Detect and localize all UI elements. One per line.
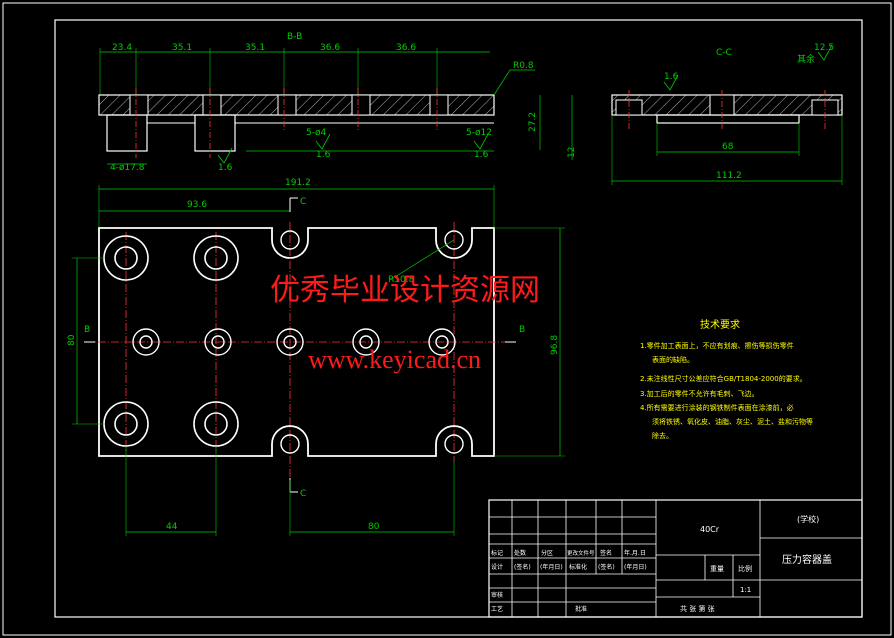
note-line-3: 2.未注线性尺寸公差应符合GB/T1804-2000的要求。 (640, 374, 807, 383)
tb-std: 标准化 (569, 563, 587, 571)
section-marker-c-top: C (300, 197, 306, 207)
dim-44: 44 (166, 522, 178, 532)
section-marker-b-right: B (519, 325, 525, 335)
note-5-holes-12: 5-ø12 (466, 128, 492, 138)
corner-rough-12-5: 12.5 (814, 43, 834, 53)
dim-36-6-b: 36.6 (396, 43, 416, 53)
rough-1-6-c: 1.6 (474, 150, 489, 160)
dim-35-1-a: 35.1 (172, 43, 192, 53)
section-cc: C-C 1.6 68 111.2 12.5 其余 (611, 43, 843, 185)
tb-row-count: 处数 (514, 549, 526, 557)
watermark-chinese: 优秀毕业设计资源网 (270, 273, 540, 308)
tb-part-name: 压力容器盖 (782, 553, 832, 566)
dim-80-left: 80 (67, 334, 77, 346)
note-line-6: 须将铁锈、氧化皮、油脂、灰尘、泥土、盐和污物等 (652, 417, 813, 426)
technical-notes: 技术要求 1.零件加工表面上，不应有划痕、擦伤等损伤零件 表面的缺陷。 2.未注… (640, 318, 813, 440)
note-line-2: 表面的缺陷。 (652, 355, 694, 364)
tb-sign-b: (签名) (598, 563, 615, 571)
dim-93-6: 93.6 (187, 200, 207, 210)
tb-scale-label: 比例 (738, 564, 752, 573)
section-bb: B-B 23.4 35.1 35.1 36.6 36.6 (98, 32, 577, 173)
note-4-holes-17-8: 4-ø17.8 (110, 163, 145, 173)
dim-111-2: 111.2 (716, 171, 742, 181)
dim-35-1-b: 35.1 (245, 43, 265, 53)
title-block (488, 499, 863, 618)
dim-r10-8: R10.8 (388, 275, 415, 285)
tb-row-sign: 签名 (600, 549, 612, 557)
dim-23-4: 23.4 (112, 43, 132, 53)
plan-view: 191.2 93.6 (67, 178, 565, 536)
tb-review: 审核 (491, 591, 503, 599)
tb-weight-label: 重量 (710, 565, 724, 573)
rough-1-6-a: 1.6 (218, 163, 233, 173)
dim-80-bottom: 80 (368, 522, 380, 532)
tb-school: (学校) (797, 514, 819, 524)
tb-date-a: (年月日) (540, 563, 563, 571)
cc-rough-1-6: 1.6 (664, 72, 679, 82)
dim-27-2: 27.2 (528, 112, 538, 132)
dim-191-2: 191.2 (285, 178, 311, 188)
dim-12: 12 (567, 147, 577, 158)
section-marker-b-left: B (84, 325, 90, 335)
note-line-7: 除去。 (652, 431, 673, 440)
note-line-1: 1.零件加工表面上，不应有划痕、擦伤等损伤零件 (640, 341, 794, 350)
tb-design: 设计 (491, 563, 503, 571)
note-5-holes-4: 5-ø4 (306, 128, 326, 138)
watermark-url: www.keyicad.cn (308, 345, 481, 374)
tb-sign-a: (签名) (514, 563, 531, 571)
corner-rough-label: 其余 (797, 53, 815, 65)
dim-68: 68 (722, 142, 734, 152)
tb-scale: 1:1 (740, 586, 751, 594)
tb-row-date: 年.月.日 (624, 549, 646, 557)
tb-row-file: 更改文件号 (567, 549, 595, 557)
section-bb-title: B-B (287, 32, 302, 42)
rough-1-6-b: 1.6 (316, 150, 331, 160)
inner-frame (54, 19, 863, 618)
tb-material: 40Cr (700, 525, 720, 534)
dim-96-8: 96.8 (550, 335, 560, 355)
tb-craft: 工艺 (491, 605, 503, 613)
note-line-5: 4.所有需要进行涂装的钢铁制件表面在涂漆前，必 (640, 403, 794, 412)
note-line-4: 3.加工后的零件不允许有毛刺、飞边。 (640, 389, 759, 398)
notes-title: 技术要求 (700, 318, 740, 331)
tb-sheet: 共 张 第 张 (680, 604, 715, 613)
section-cc-title: C-C (716, 48, 732, 58)
dim-r0-8: R0.8 (513, 61, 534, 71)
title-block-text: 40Cr (学校) 压力容器盖 重量 比例 1:1 共 张 第 张 标记 处数 … (491, 514, 832, 613)
tb-approve: 批准 (575, 605, 587, 613)
tb-row-zone: 分区 (541, 549, 553, 557)
section-marker-c-bottom: C (300, 489, 306, 499)
dim-36-6-a: 36.6 (320, 43, 340, 53)
tb-date-b: (年月日) (624, 563, 647, 571)
tb-row-mark: 标记 (491, 549, 503, 557)
